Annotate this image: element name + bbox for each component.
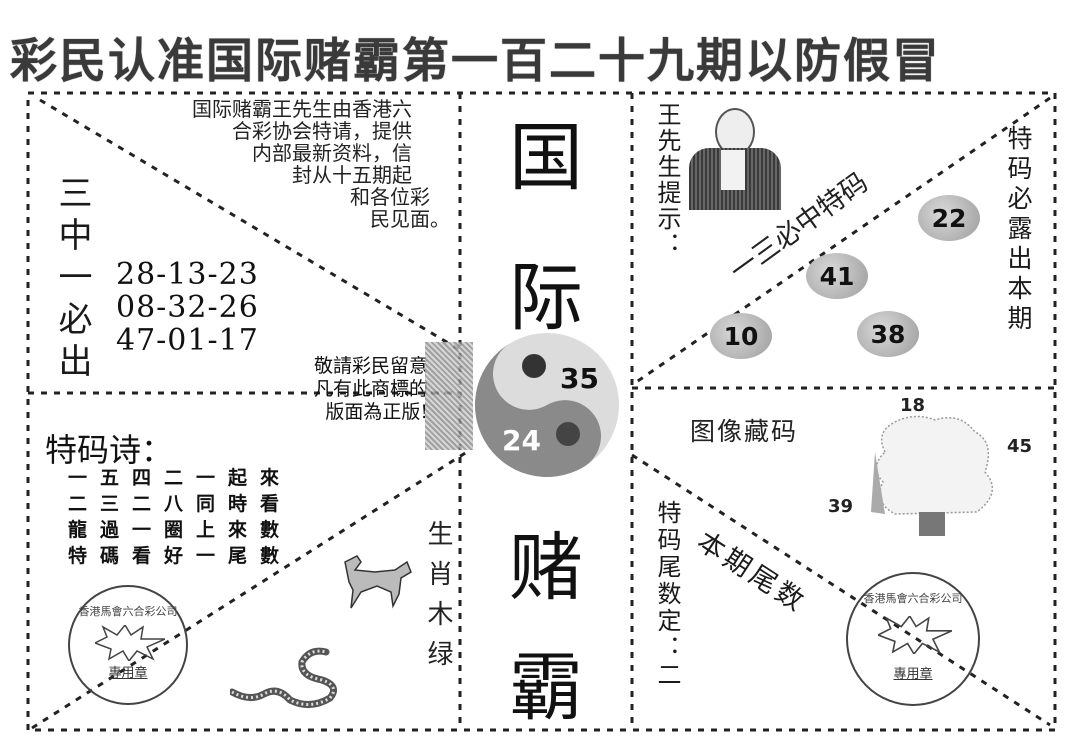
number-ball: 38 bbox=[857, 311, 919, 357]
special-number-label: 特码必露出本期 bbox=[1004, 125, 1033, 335]
snake-icon bbox=[230, 647, 338, 708]
intro-line: 合彩协会特请，提供 bbox=[232, 119, 412, 143]
authenticity-notice: 敬請彩民留意 凡有此商標的 版面為正版! bbox=[283, 355, 428, 424]
number-group-list: 28-13-23 08-32-26 47-01-17 bbox=[116, 258, 259, 357]
number-ball: 41 bbox=[806, 253, 868, 299]
number-row: 47-01-17 bbox=[116, 323, 259, 358]
official-stamp: 香港馬會六合彩公司 專用章 bbox=[846, 572, 980, 706]
tree-image bbox=[871, 415, 994, 536]
starburst-icon bbox=[95, 625, 165, 661]
center-char: 国 bbox=[509, 115, 583, 201]
poem-line: 二三二八同時看 bbox=[68, 493, 293, 515]
number-ball: 22 bbox=[918, 195, 980, 241]
notice-line: 敬請彩民留意 bbox=[313, 355, 428, 377]
tail-number-label: 特码尾数定：二 bbox=[653, 500, 681, 689]
official-stamp: 香港馬會六合彩公司 專用章 bbox=[68, 585, 188, 705]
starburst-icon bbox=[878, 616, 952, 654]
center-char: 际 bbox=[509, 255, 583, 341]
poem-line: 龍過一圈上來數 bbox=[68, 519, 293, 541]
stamp-bottom-text: 專用章 bbox=[108, 666, 148, 681]
stamp-bottom-text: 專用章 bbox=[893, 667, 933, 682]
number-row: 08-32-26 bbox=[116, 290, 259, 325]
zodiac-label: 生肖木绿 bbox=[423, 520, 453, 680]
horse-icon bbox=[344, 555, 412, 609]
image-number-right: 45 bbox=[1007, 436, 1033, 457]
center-char: 赌 bbox=[509, 525, 583, 611]
three-hit-one-label: 三中一必出 bbox=[52, 175, 92, 385]
intro-line: 内部最新资料，信 bbox=[252, 141, 412, 165]
portrait-image bbox=[685, 108, 783, 212]
center-char: 霸 bbox=[509, 645, 583, 731]
hint-label: 王先生提示： bbox=[653, 102, 681, 258]
intro-paragraph: 国际赌霸王先生由香港六 合彩协会特请，提供 内部最新资料，信 封从十五期起 和各… bbox=[90, 98, 450, 230]
number-row: 28-13-23 bbox=[116, 257, 259, 292]
stamp-ring-text: 香港馬會六合彩公司 bbox=[78, 605, 178, 618]
poem-line: 特碼看好一尾數 bbox=[68, 545, 293, 567]
yinyang-number-bottom: 24 bbox=[502, 424, 541, 457]
intro-line: 国际赌霸王先生由香港六 bbox=[192, 97, 412, 121]
intro-line: 封从十五期起 bbox=[292, 163, 412, 187]
notice-line: 凡有此商標的 bbox=[313, 378, 428, 400]
notice-line: 版面為正版! bbox=[325, 401, 428, 423]
yinyang-number-top: 35 bbox=[560, 362, 599, 395]
poem-title: 特码诗： bbox=[45, 431, 174, 469]
image-number-left: 39 bbox=[828, 496, 854, 517]
intro-line: 民见面。 bbox=[370, 207, 450, 231]
poem-line: 一五四二一起來 bbox=[68, 467, 293, 489]
yin-yang-icon bbox=[475, 333, 619, 477]
stamp-ring-text: 香港馬會六合彩公司 bbox=[863, 592, 963, 605]
image-code-label: 图像藏码 bbox=[690, 417, 799, 446]
image-number-top: 18 bbox=[900, 395, 926, 416]
intro-line: 和各位彩 bbox=[350, 185, 430, 209]
trademark-image bbox=[425, 342, 473, 450]
number-ball: 10 bbox=[710, 313, 772, 359]
page-title: 彩民认准国际赌霸第一百二十九期以防假冒 bbox=[10, 34, 941, 89]
poem-lines: 一五四二一起來 二三二八同時看 龍過一圈上來數 特碼看好一尾數 bbox=[68, 465, 292, 569]
